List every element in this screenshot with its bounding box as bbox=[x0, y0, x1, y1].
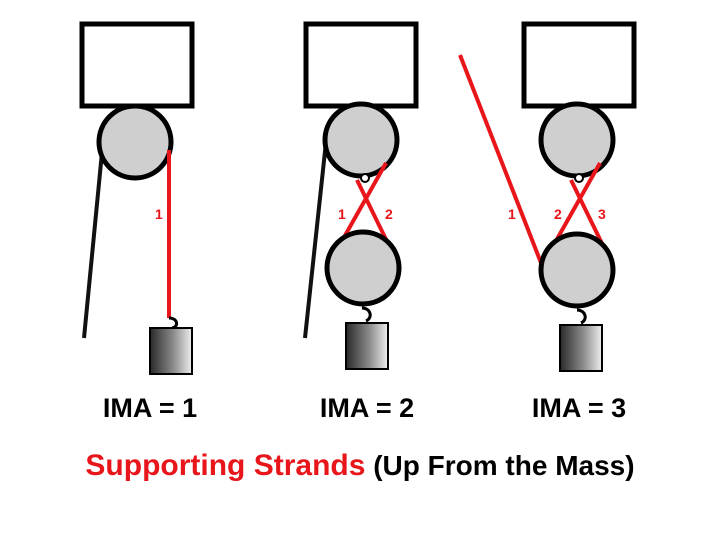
movable-pulley bbox=[324, 229, 402, 307]
ceiling-block bbox=[521, 21, 637, 109]
pulley-axle-ring bbox=[360, 173, 370, 183]
caption-highlight: Supporting Strands bbox=[85, 449, 366, 482]
strand-label: 1 bbox=[338, 206, 346, 222]
ima-label: IMA = 2 bbox=[320, 393, 414, 423]
movable-pulley bbox=[538, 231, 616, 309]
supporting-strand bbox=[458, 54, 545, 269]
pulley-axle-ring bbox=[574, 173, 584, 183]
effort-rope bbox=[303, 141, 328, 339]
hanging-mass bbox=[559, 324, 603, 372]
strand-label: 1 bbox=[508, 206, 516, 222]
panel-ima-1: 1 IMA = 1 bbox=[79, 21, 197, 423]
ima-label: IMA = 1 bbox=[103, 393, 197, 423]
mass-hook bbox=[576, 308, 587, 325]
ceiling-block bbox=[303, 21, 419, 109]
caption: Supporting Strands (Up From the Mass) bbox=[0, 449, 720, 483]
strand-label: 3 bbox=[598, 206, 606, 222]
fixed-pulley bbox=[96, 103, 174, 181]
mass-hook bbox=[361, 306, 372, 323]
mass-hook bbox=[168, 316, 178, 330]
fixed-pulley bbox=[538, 101, 616, 179]
strand-label: 2 bbox=[385, 206, 393, 222]
strand-label: 1 bbox=[155, 206, 163, 222]
hanging-mass bbox=[345, 322, 389, 370]
panel-ima-2: 1 2 IMA = 2 bbox=[303, 21, 419, 423]
strand-label: 2 bbox=[554, 206, 562, 222]
caption-rest: (Up From the Mass) bbox=[365, 450, 635, 481]
panel-ima-3: 1 2 3 IMA = 3 bbox=[458, 21, 637, 423]
effort-rope bbox=[82, 141, 105, 339]
ceiling-block bbox=[79, 21, 195, 109]
ima-label: IMA = 3 bbox=[532, 393, 626, 423]
hanging-mass bbox=[149, 327, 193, 375]
